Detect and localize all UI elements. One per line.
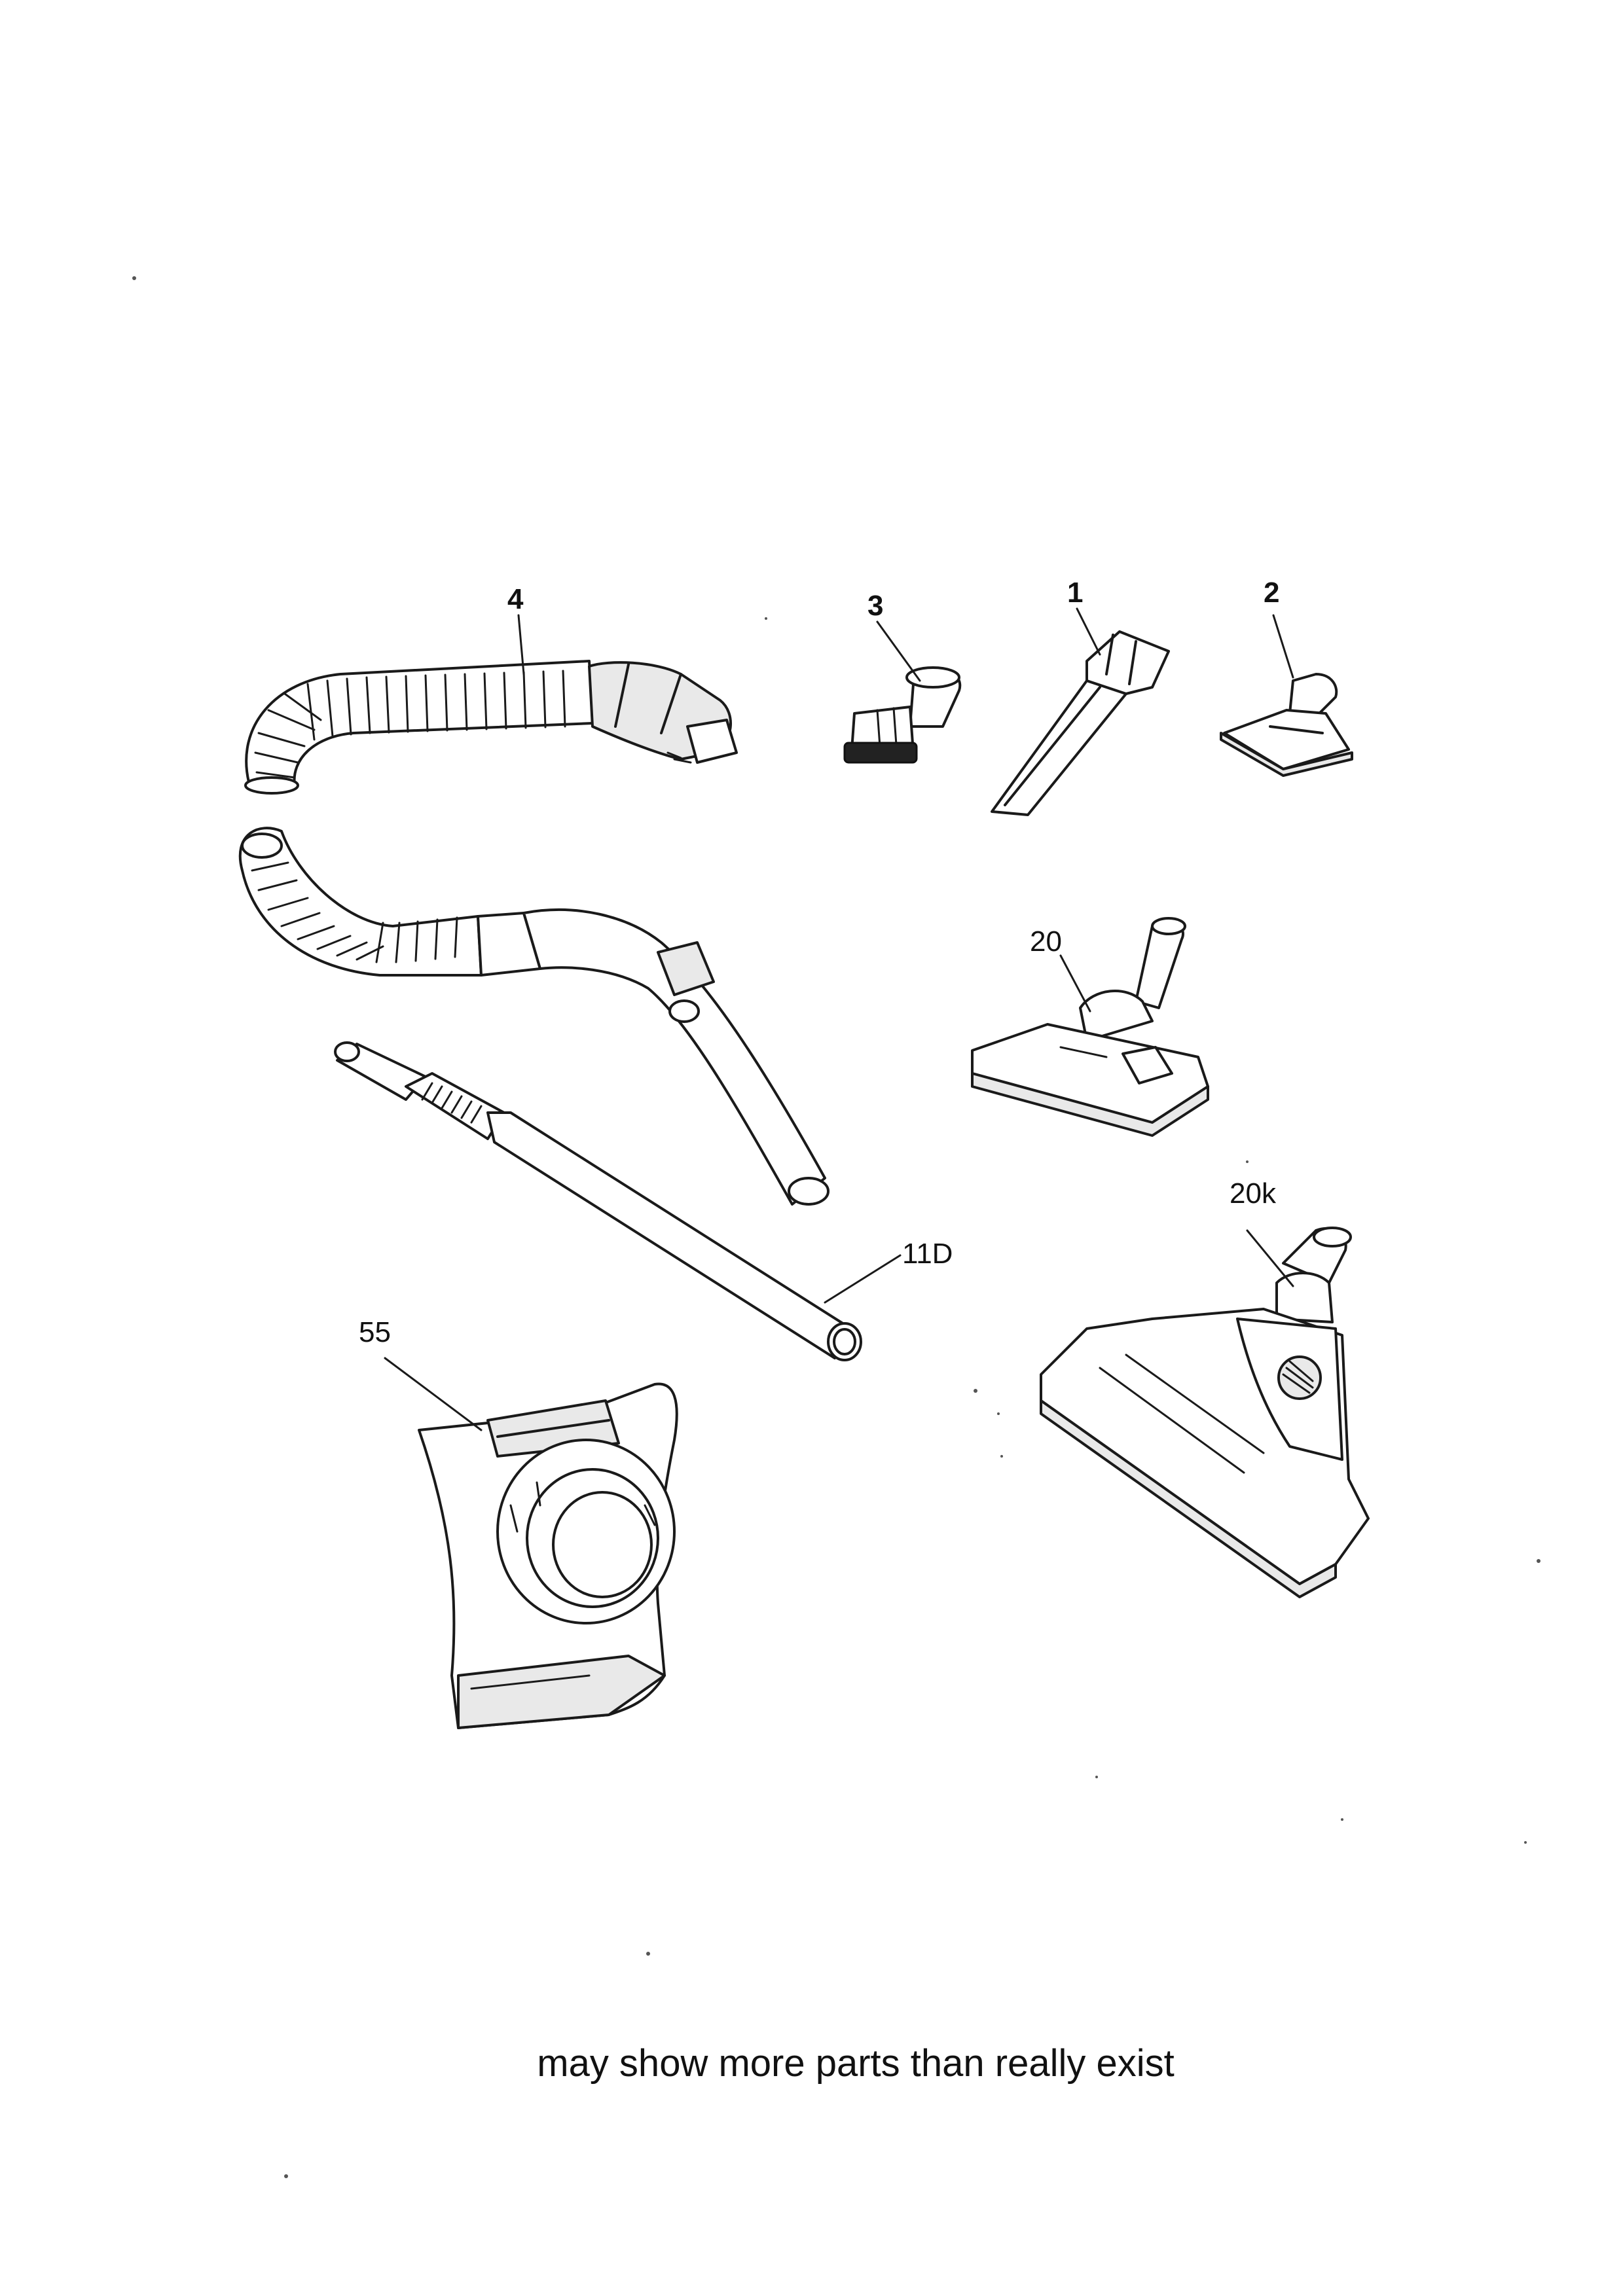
leader-line-4 (517, 614, 525, 675)
floor-nozzle-part-20k (1040, 1227, 1370, 1598)
leader-line-20k (1246, 1229, 1294, 1287)
part-label-3: 3 (867, 590, 883, 622)
telescopic-tube-part-11D (334, 1041, 862, 1361)
floor-nozzle-part-20 (971, 917, 1209, 1137)
part-label-1: 1 (1067, 577, 1083, 609)
part-label-55: 55 (359, 1316, 391, 1348)
hose-part-4 (244, 660, 738, 795)
hose-corrugation (254, 670, 566, 779)
part-label-20: 20 (1030, 925, 1062, 958)
crevice-tool-part-1 (991, 630, 1170, 816)
part-label-20k: 20k (1230, 1177, 1277, 1210)
leader-line-3 (876, 620, 921, 682)
leader-line-1 (1076, 607, 1101, 656)
part-label-2: 2 (1264, 577, 1279, 609)
part-label-11D: 11D (902, 1238, 953, 1270)
leader-line-2 (1272, 614, 1294, 679)
hose-with-handle (238, 827, 830, 1206)
scan-specks (132, 276, 1541, 2178)
part-label-4: 4 (507, 583, 524, 615)
leader-line-55 (384, 1357, 483, 1431)
diagram-caption: may show more parts than really exist (537, 2042, 1174, 2085)
upholstery-nozzle-part-2 (1220, 673, 1353, 777)
front-cover-part-55 (418, 1382, 678, 1729)
dusting-brush-part-3 (843, 666, 962, 764)
leader-line-20 (1059, 954, 1091, 1013)
leader-line-11D (824, 1254, 902, 1304)
